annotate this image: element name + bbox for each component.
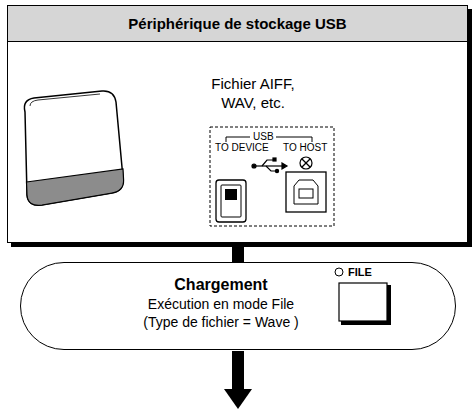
file-types: Fichier AIFF, WAV, etc. — [198, 74, 308, 112]
port-label: TO HOST — [282, 143, 328, 153]
usb-drive-icon — [24, 91, 123, 205]
flow-connector — [232, 243, 244, 262]
panel-heading: Périphérique de stockage USB — [8, 6, 467, 42]
port-group-label: USB — [252, 132, 275, 142]
file-button — [335, 268, 391, 325]
step-description: Exécution en mode File (Type de fichier … — [134, 295, 309, 331]
process-box: ChargementExécution en mode File (Type d… — [20, 262, 456, 350]
port-label: TO DEVICE — [214, 143, 270, 153]
device-panel: Périphérique de stockage USB Fichier AIFF… — [7, 5, 468, 243]
step-title: Chargement — [81, 275, 361, 295]
output-arrow — [224, 351, 252, 409]
usb-port-panel — [210, 127, 334, 226]
text-column: ChargementExécution en mode File (Type d… — [81, 275, 361, 331]
button-label: FILE — [347, 267, 373, 278]
